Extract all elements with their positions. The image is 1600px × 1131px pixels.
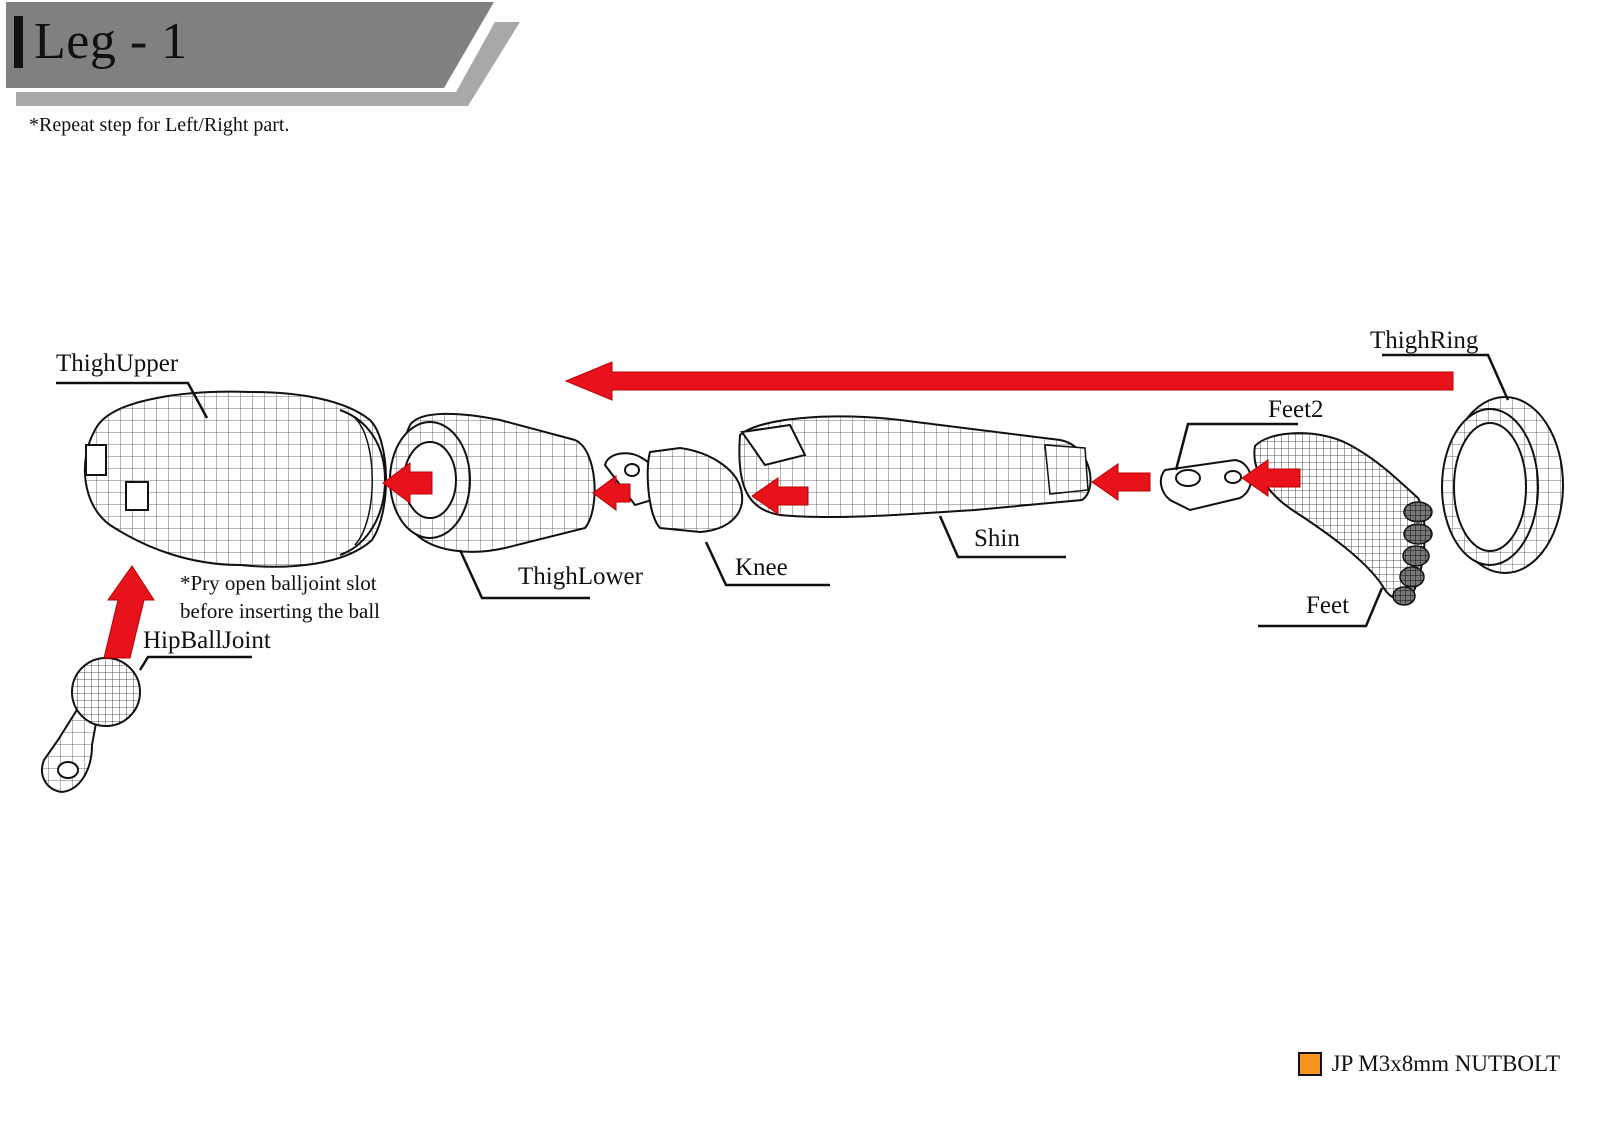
arrow-thighlower-to-thighupper [382, 462, 433, 504]
arrow-balljoint-to-thighupper [103, 565, 155, 659]
leader-thighupper [56, 381, 209, 419]
label-thigh-ring: ThighRing [1370, 327, 1479, 354]
label-feet: Feet [1306, 592, 1350, 619]
legend: JP M3x8mm NUTBOLT [1297, 1051, 1560, 1077]
title-accent-bar [14, 16, 23, 68]
thighring-arrow [564, 361, 1454, 401]
leader-knee [704, 541, 830, 587]
label-hip-ball-joint: HipBallJoint [143, 627, 271, 654]
leader-shin [938, 515, 1066, 559]
leader-feet2 [1174, 422, 1298, 471]
leader-thighlower [458, 549, 590, 600]
leader-hipballjoint [138, 655, 252, 671]
repeat-note: *Repeat step for Left/Right part. [29, 114, 290, 136]
leader-feet [1258, 587, 1384, 628]
label-thigh-upper: ThighUpper [56, 350, 179, 377]
instruction-line-2: before inserting the ball [180, 599, 381, 623]
label-knee: Knee [735, 554, 788, 581]
header-banner [6, 2, 520, 106]
arrow-feet-to-feet2 [1241, 459, 1301, 497]
hip-ball-joint-part [41, 657, 141, 794]
legend-label: JP M3x8mm NUTBOLT [1331, 1051, 1560, 1076]
instruction-line-1: *Pry open balljoint slot [180, 571, 377, 595]
thigh-ring-part [1441, 396, 1564, 574]
arrow-knee-to-thighlower [592, 475, 631, 511]
feet2-part [1159, 458, 1252, 512]
label-shin: Shin [974, 525, 1020, 552]
label-thigh-lower: ThighLower [518, 563, 643, 590]
legend-swatch [1297, 1052, 1322, 1076]
arrow-shin-to-knee [751, 477, 809, 515]
thigh-upper-part [83, 390, 387, 568]
leader-lines [56, 353, 1510, 671]
assembly-arrows [103, 459, 1301, 659]
label-feet2: Feet2 [1268, 396, 1324, 423]
shin-part [738, 415, 1092, 519]
knee-part [603, 446, 744, 534]
arrow-feet2-to-shin [1091, 463, 1151, 501]
page-title: Leg - 1 [34, 13, 188, 70]
feet-part [1253, 432, 1433, 606]
leader-thighring [1382, 353, 1510, 401]
